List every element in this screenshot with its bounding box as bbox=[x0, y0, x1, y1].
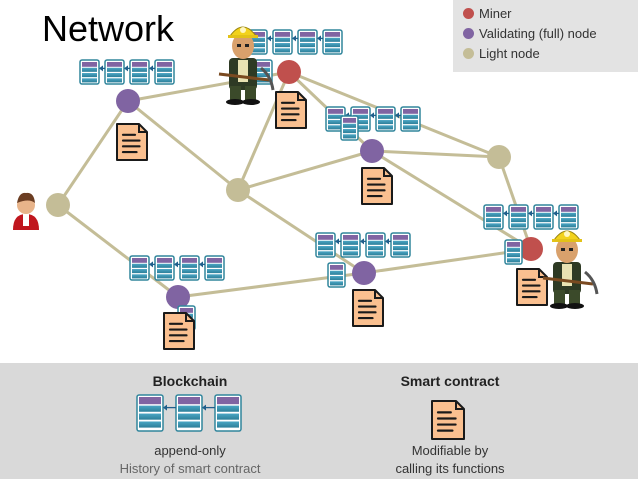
blockchain-icon bbox=[483, 204, 579, 230]
miner-icon bbox=[218, 26, 275, 105]
validating-node-dot-icon bbox=[463, 28, 474, 39]
validating-node bbox=[360, 139, 384, 163]
blockchain-description-line2: History of smart contract bbox=[119, 461, 261, 476]
smart-contract-icon bbox=[361, 167, 393, 205]
network-edge bbox=[371, 149, 500, 159]
explanation-panel: Blockchain append-only History of smart … bbox=[0, 363, 638, 479]
network-edge bbox=[237, 188, 365, 275]
validating-node bbox=[352, 261, 376, 285]
smart-contract-description-line2: calling its functions bbox=[395, 461, 505, 476]
smart-contract-description-line1: Modifiable by bbox=[411, 443, 489, 458]
light-node bbox=[487, 145, 511, 169]
smart-contract-icon bbox=[352, 289, 384, 327]
network-edge bbox=[127, 99, 239, 192]
legend-item-light-node: Light node bbox=[463, 46, 540, 61]
legend-item-validating-node: Validating (full) node bbox=[463, 26, 597, 41]
smart-contract-icon bbox=[116, 123, 148, 161]
blockchain-icon bbox=[327, 262, 346, 288]
smart-contract-heading: Smart contract bbox=[400, 373, 500, 389]
validating-node bbox=[166, 285, 190, 309]
blockchain-icon bbox=[504, 239, 523, 265]
blockchain-heading: Blockchain bbox=[152, 373, 228, 389]
network-edge bbox=[237, 149, 373, 192]
legend-label: Miner bbox=[479, 6, 512, 21]
miner-node bbox=[277, 60, 301, 84]
blockchain-description-line1: append-only bbox=[154, 443, 226, 458]
legend-label: Light node bbox=[479, 46, 540, 61]
miner-node bbox=[519, 237, 543, 261]
smart-contract-icon bbox=[163, 312, 195, 350]
network-edge bbox=[56, 100, 130, 206]
nodes bbox=[46, 60, 543, 309]
smart-contract-icon bbox=[516, 268, 548, 306]
light-node bbox=[46, 193, 70, 217]
light-node bbox=[226, 178, 250, 202]
network-edge bbox=[363, 247, 532, 275]
blockchain-icon bbox=[340, 115, 359, 141]
legend: Miner Validating (full) node Light node bbox=[453, 0, 638, 72]
blockchain-icon bbox=[247, 29, 343, 55]
miner-icon bbox=[542, 230, 599, 309]
blockchain-icon bbox=[79, 59, 175, 85]
network-edge bbox=[497, 156, 533, 250]
validating-node bbox=[116, 89, 140, 113]
smart-contract-icon bbox=[275, 91, 307, 129]
blockchain-icon bbox=[129, 255, 225, 281]
miner-dot-icon bbox=[463, 8, 474, 19]
legend-item-miner: Miner bbox=[463, 6, 512, 21]
network-edge bbox=[57, 203, 179, 299]
light-node-dot-icon bbox=[463, 48, 474, 59]
page-title: Network bbox=[42, 8, 175, 49]
blockchain-icon bbox=[325, 106, 421, 132]
person-icon bbox=[13, 192, 39, 230]
network-edge bbox=[371, 149, 532, 251]
blockchain-icon bbox=[315, 232, 411, 258]
legend-label: Validating (full) node bbox=[479, 26, 597, 41]
